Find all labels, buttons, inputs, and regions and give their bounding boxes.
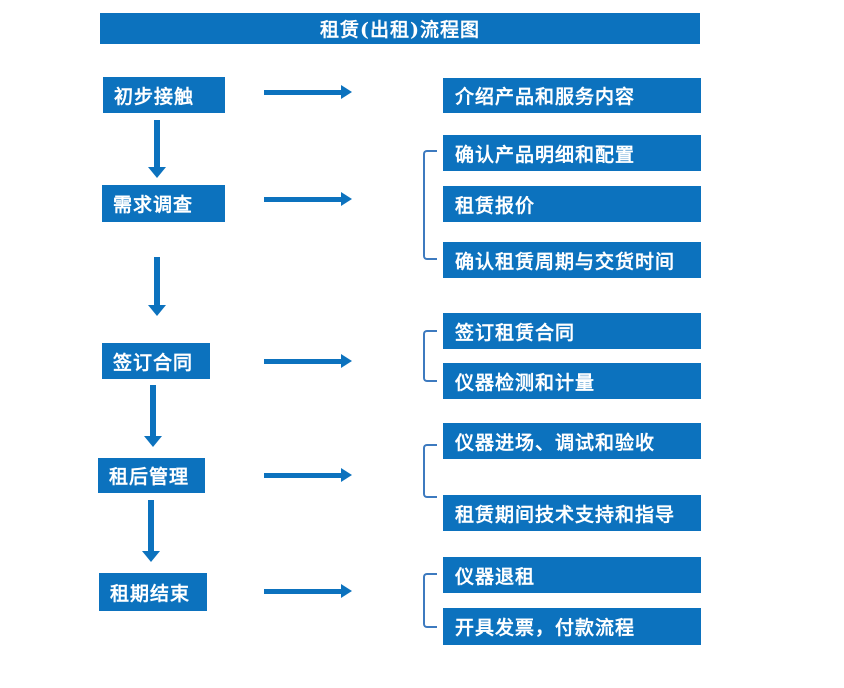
output-box-instrument-return: 仪器退租 <box>443 557 701 593</box>
stage-box-demand-survey: 需求调查 <box>102 185 225 222</box>
stage-box-rental-end: 租期结束 <box>99 573 207 611</box>
right-arrow-icon <box>264 192 352 206</box>
output-box-instrument-inspection-metering: 仪器检测和计量 <box>443 363 701 399</box>
group-bracket-icon <box>423 330 437 382</box>
stage-box-sign-contract: 签订合同 <box>102 343 210 379</box>
output-box-introduce-products-services: 介绍产品和服务内容 <box>443 78 701 113</box>
group-bracket-icon <box>423 573 437 628</box>
output-box-confirm-rental-period-delivery: 确认租赁周期与交货时间 <box>443 242 701 278</box>
down-arrow-icon <box>144 385 162 447</box>
output-box-sign-rental-contract: 签订租赁合同 <box>443 313 701 349</box>
right-arrow-icon <box>264 468 352 482</box>
output-box-technical-support-guidance: 租赁期间技术支持和指导 <box>443 495 701 531</box>
right-arrow-icon <box>264 354 352 368</box>
down-arrow-icon <box>148 120 166 178</box>
output-box-instrument-setup-acceptance: 仪器进场、调试和验收 <box>443 423 701 459</box>
stage-box-initial-contact: 初步接触 <box>103 77 225 113</box>
output-box-invoice-payment-process: 开具发票，付款流程 <box>443 608 701 645</box>
output-box-confirm-product-details: 确认产品明细和配置 <box>443 135 701 171</box>
group-bracket-icon <box>423 150 437 260</box>
diagram-title: 租赁(出租)流程图 <box>100 13 700 44</box>
down-arrow-icon <box>142 500 160 562</box>
down-arrow-icon <box>148 257 166 316</box>
stage-box-post-rental-management: 租后管理 <box>98 458 205 493</box>
output-box-rental-quotation: 租赁报价 <box>443 186 701 222</box>
right-arrow-icon <box>264 85 352 99</box>
group-bracket-icon <box>423 444 437 498</box>
right-arrow-icon <box>264 584 352 598</box>
